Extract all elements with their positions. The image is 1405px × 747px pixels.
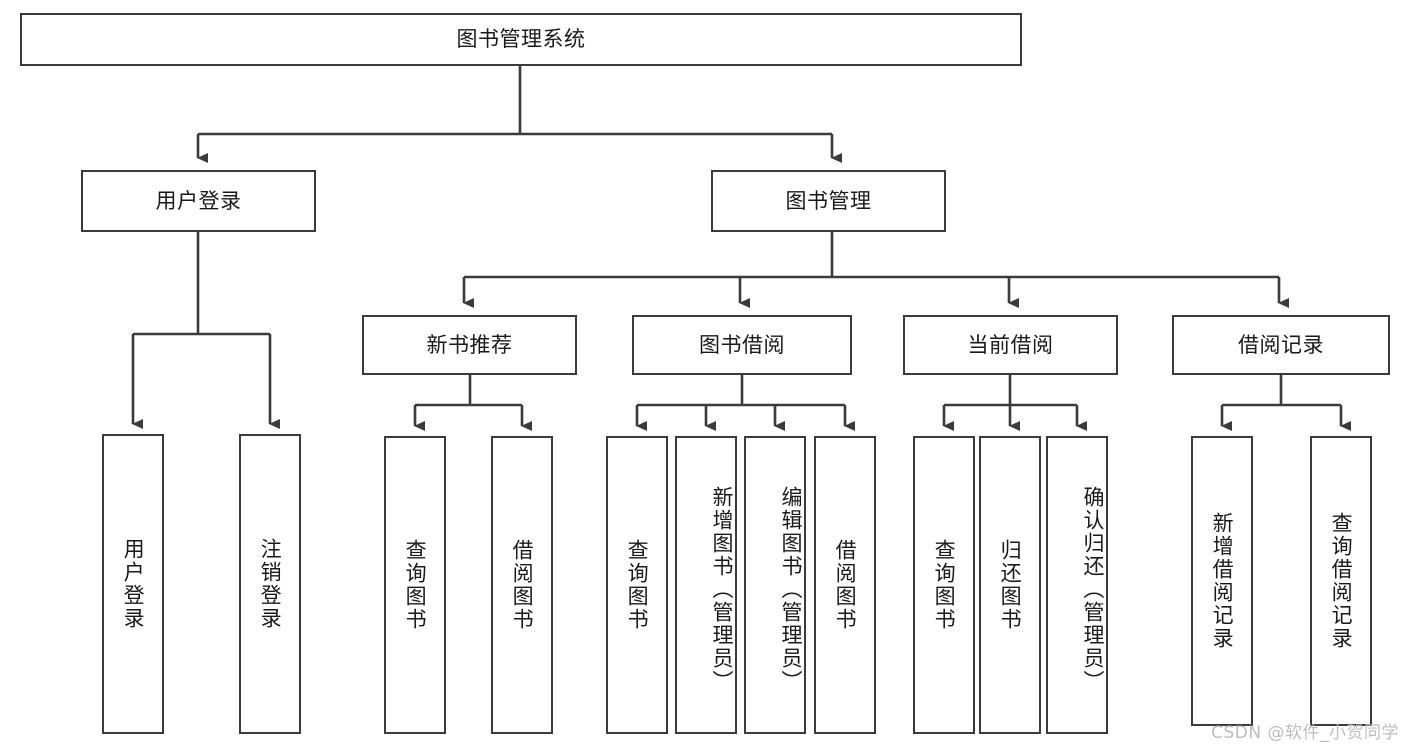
leaf-query-book-current[interactable]: 查询图书 <box>913 436 975 734</box>
node-borrow-record[interactable]: 借阅记录 <box>1172 315 1390 375</box>
leaf-query-borrow-record[interactable]: 查询借阅记录 <box>1310 436 1372 726</box>
node-book-management[interactable]: 图书管理 <box>711 170 946 232</box>
leaf-confirm-return-admin[interactable]: 确认归还（管理员） <box>1046 436 1108 734</box>
leaf-query-book-borrow[interactable]: 查询图书 <box>606 436 668 734</box>
leaf-add-book-admin[interactable]: 新增图书（管理员） <box>675 436 737 734</box>
leaf-return-book[interactable]: 归还图书 <box>979 436 1041 734</box>
node-current-borrow[interactable]: 当前借阅 <box>903 315 1118 375</box>
leaf-add-borrow-record[interactable]: 新增借阅记录 <box>1191 436 1253 726</box>
watermark-text: CSDN @软件_小贺同学 <box>1211 723 1399 743</box>
leaf-query-book-rec[interactable]: 查询图书 <box>384 436 446 734</box>
leaf-logout[interactable]: 注销登录 <box>239 434 301 734</box>
node-new-book-recommend[interactable]: 新书推荐 <box>362 315 577 375</box>
node-root[interactable]: 图书管理系统 <box>20 13 1022 66</box>
leaf-borrow-book[interactable]: 借阅图书 <box>814 436 876 734</box>
node-book-borrow[interactable]: 图书借阅 <box>632 315 852 375</box>
leaf-edit-book-admin[interactable]: 编辑图书（管理员） <box>744 436 806 734</box>
leaf-user-login[interactable]: 用户登录 <box>102 434 164 734</box>
leaf-borrow-book-rec[interactable]: 借阅图书 <box>491 436 553 734</box>
node-user-login[interactable]: 用户登录 <box>81 170 316 232</box>
